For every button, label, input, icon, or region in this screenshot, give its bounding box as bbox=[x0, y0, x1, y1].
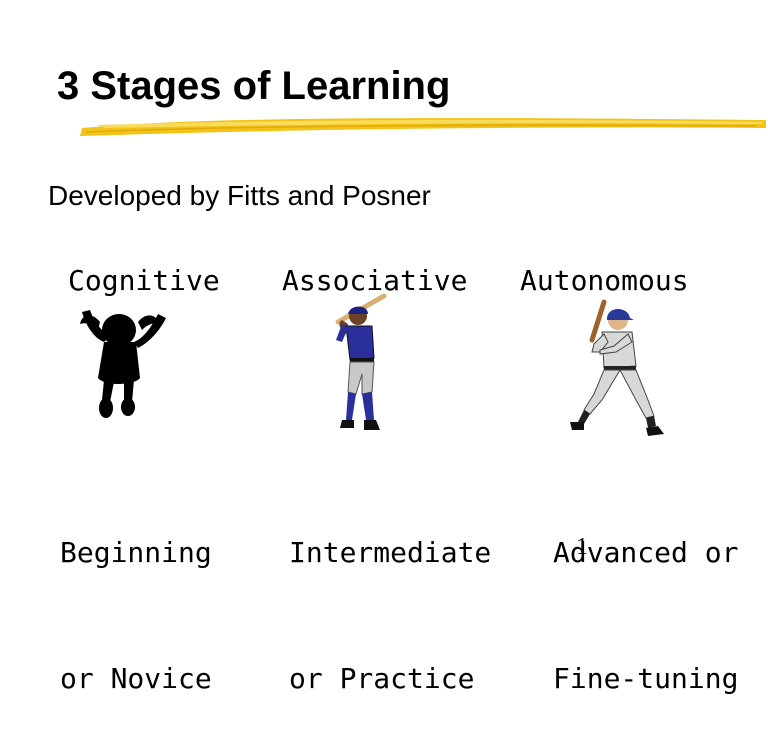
stage-label-cognitive: Cognitive bbox=[68, 264, 220, 297]
stage-label-autonomous: Autonomous bbox=[520, 264, 689, 297]
page-number: 1 bbox=[576, 534, 588, 560]
level-associative: Intermediate or Practice bbox=[289, 448, 491, 742]
level-autonomous: Advanced or Fine-tuning bbox=[553, 448, 738, 742]
level-associative-line2: or Practice bbox=[289, 662, 475, 695]
level-associative-line1: Intermediate bbox=[289, 536, 492, 569]
level-autonomous-line1: Advanced or bbox=[553, 536, 739, 569]
level-cognitive-line1: Beginning bbox=[60, 536, 212, 569]
level-cognitive-line2: or Novice bbox=[60, 662, 212, 695]
title-underline-brushstroke bbox=[80, 118, 766, 136]
level-cognitive: Beginning or Novice bbox=[60, 448, 212, 742]
batter-swinging-icon bbox=[335, 293, 387, 430]
slide-title: 3 Stages of Learning bbox=[57, 64, 451, 108]
stage-label-associative: Associative bbox=[282, 264, 468, 297]
batter-stance-icon bbox=[570, 299, 664, 436]
slide-subtitle: Developed by Fitts and Posner bbox=[48, 180, 431, 211]
level-autonomous-line2: Fine-tuning bbox=[553, 662, 739, 695]
jumping-child-silhouette-icon bbox=[80, 310, 166, 418]
